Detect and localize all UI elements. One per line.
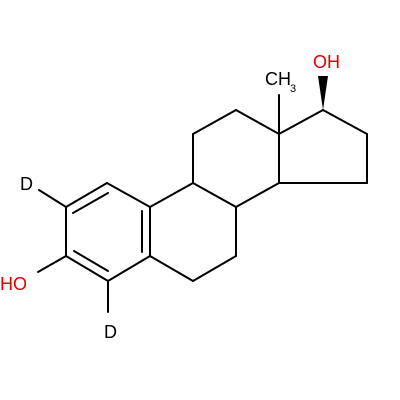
bond-c3-c4-inner: [73, 250, 109, 272]
bond-c12-c13: [235, 109, 280, 135]
bond-c3-oh: [37, 255, 67, 273]
bond-c17-c16: [322, 109, 368, 135]
methyl-subscript: 3: [290, 83, 296, 95]
bond-c1-c2: [65, 182, 108, 208]
ring-d: [278, 109, 368, 184]
oh-top-label: OH: [313, 52, 340, 72]
ring-a: [65, 182, 151, 282]
bond-c11-c12: [192, 109, 237, 135]
ho-left-label: HO: [0, 274, 27, 294]
wedge-bond-c17-oh: [318, 76, 328, 110]
bond-c10-c1: [106, 182, 151, 208]
bond-c6-c7: [192, 255, 237, 282]
bond-c14-c8: [235, 182, 280, 208]
bond-c5-c6: [149, 255, 194, 282]
methyl-label: CH: [265, 69, 291, 89]
bond-c4-c5: [107, 255, 151, 282]
bond-c1-c2-inner: [72, 192, 109, 214]
deuterium-upper-label: D: [20, 174, 33, 194]
bond-c8-c9: [192, 182, 237, 208]
bond-c3-c4: [65, 255, 109, 282]
bond-c2-d: [38, 189, 67, 208]
ring-b: [149, 182, 237, 282]
deuterium-lower-label: D: [104, 322, 117, 342]
ring-c: [192, 109, 280, 208]
bond-c13-c17: [278, 109, 324, 135]
bond-c9-c10: [149, 182, 194, 208]
